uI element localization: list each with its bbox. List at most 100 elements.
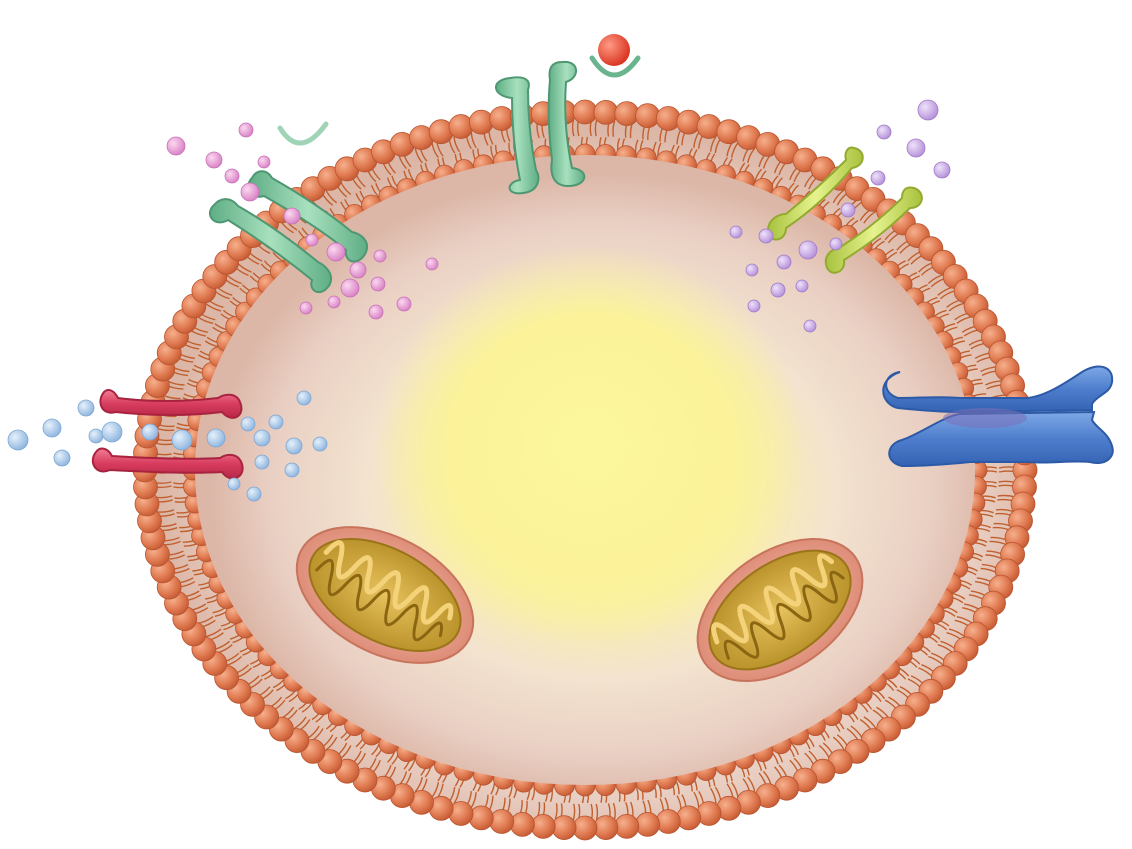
phospholipid-tail xyxy=(948,302,965,312)
solute-particle xyxy=(238,122,254,138)
solute-particle xyxy=(876,124,892,140)
solute-particle xyxy=(268,414,284,430)
solute-particle xyxy=(253,429,271,447)
phospholipid-tail xyxy=(470,792,477,809)
solute-particle xyxy=(370,276,386,292)
solute-particle xyxy=(224,168,240,184)
solute-particle xyxy=(906,138,926,158)
phospholipid-tail xyxy=(325,189,338,204)
phospholipid-tail xyxy=(948,628,966,638)
phospholipid-tail xyxy=(407,757,416,772)
solute-particle xyxy=(425,257,439,271)
phospholipid-tail xyxy=(595,803,599,821)
solute-particle xyxy=(42,418,62,438)
phospholipid-tail xyxy=(995,508,1015,513)
solute-particle xyxy=(729,225,743,239)
solute-particle xyxy=(745,263,759,277)
solute-particle xyxy=(254,454,270,470)
solute-particle xyxy=(299,301,313,315)
phospholipid-tail xyxy=(832,736,845,751)
receptor-ligand-icon xyxy=(277,121,329,146)
solute-particle xyxy=(257,155,271,169)
solute-particle xyxy=(227,477,241,491)
phospholipid-tail xyxy=(747,776,756,792)
phospholipid-tail xyxy=(710,787,717,804)
phospholipid-tail xyxy=(863,210,877,224)
phospholipid-tail xyxy=(594,119,598,137)
solute-particle xyxy=(296,390,312,406)
phospholipid-head xyxy=(572,99,598,125)
solute-particle xyxy=(829,237,843,251)
phospholipid-head xyxy=(572,815,598,841)
blue-solute-particles xyxy=(7,390,328,502)
solute-particle xyxy=(349,261,367,279)
blue-pump-protein-icon xyxy=(882,365,1114,468)
solute-particle xyxy=(171,429,193,451)
nucleus-icon xyxy=(375,245,805,645)
phospholipid-head xyxy=(614,814,640,839)
solute-particle xyxy=(205,151,223,169)
phospholipid-head xyxy=(614,101,640,126)
phospholipid-tail xyxy=(832,189,845,204)
phospholipid-tail xyxy=(571,119,575,137)
mitochondrion-icon xyxy=(295,526,475,664)
phospholipid-head xyxy=(635,812,660,837)
solute-particle xyxy=(283,207,301,225)
phospholipid-tail xyxy=(453,788,461,804)
solute-particle xyxy=(396,296,412,312)
phospholipid-tail xyxy=(293,716,307,730)
red-channel-protein-icon xyxy=(91,389,244,480)
phospholipid-tail xyxy=(709,136,717,152)
phospholipid-head xyxy=(676,109,702,135)
phospholipid-head xyxy=(489,809,515,834)
solute-particle xyxy=(312,436,328,452)
solute-particle xyxy=(285,437,303,455)
solute-particle xyxy=(240,182,260,202)
phospholipid-tail xyxy=(414,776,423,793)
phospholipid-head xyxy=(468,805,494,831)
phospholipid-tail xyxy=(470,132,477,149)
phospholipid-tail xyxy=(554,803,558,820)
solute-particle xyxy=(327,295,341,309)
phospholipid-tail xyxy=(205,628,222,638)
phospholipid-tail xyxy=(731,781,739,798)
phospholipid-tail xyxy=(453,136,460,153)
solute-particle xyxy=(770,282,786,298)
phospholipid-tail xyxy=(204,302,222,312)
solute-particle xyxy=(246,486,262,502)
phospholipid-head xyxy=(655,106,681,131)
solute-particle xyxy=(166,136,186,156)
lime-channel-protein-icon xyxy=(766,146,923,274)
lipid-heads-outer xyxy=(132,99,1038,841)
phospholipid-tail xyxy=(612,802,616,820)
solute-particle xyxy=(206,428,226,448)
solute-particle xyxy=(77,399,95,417)
phospholipid-tail xyxy=(928,655,944,666)
solute-particle xyxy=(776,254,792,270)
solute-particle xyxy=(795,279,809,293)
phospholipid-tail xyxy=(431,142,439,159)
solute-particle xyxy=(758,228,774,244)
solute-particle xyxy=(373,249,387,263)
solute-particle xyxy=(53,449,71,467)
phospholipid-tail xyxy=(693,131,700,148)
phospholipid-tail xyxy=(754,168,763,183)
phospholipid-head xyxy=(530,814,556,839)
receptor-ligand-icon xyxy=(589,34,641,78)
phospholipid-head xyxy=(551,815,577,840)
solute-particle xyxy=(368,304,384,320)
phospholipid-tail xyxy=(747,147,756,164)
green-channel-protein-icon xyxy=(495,60,586,195)
phospholipid-tail xyxy=(612,120,616,137)
solute-particle xyxy=(747,299,761,313)
solute-particle xyxy=(305,233,319,247)
phospholipid-head xyxy=(448,114,474,139)
solute-particle xyxy=(798,240,818,260)
phospholipid-head xyxy=(676,805,702,831)
solute-particle xyxy=(88,428,104,444)
solute-particle xyxy=(101,421,123,443)
solute-particle xyxy=(840,202,856,218)
solute-particle xyxy=(326,242,346,262)
pink-solute-particles xyxy=(166,122,439,320)
